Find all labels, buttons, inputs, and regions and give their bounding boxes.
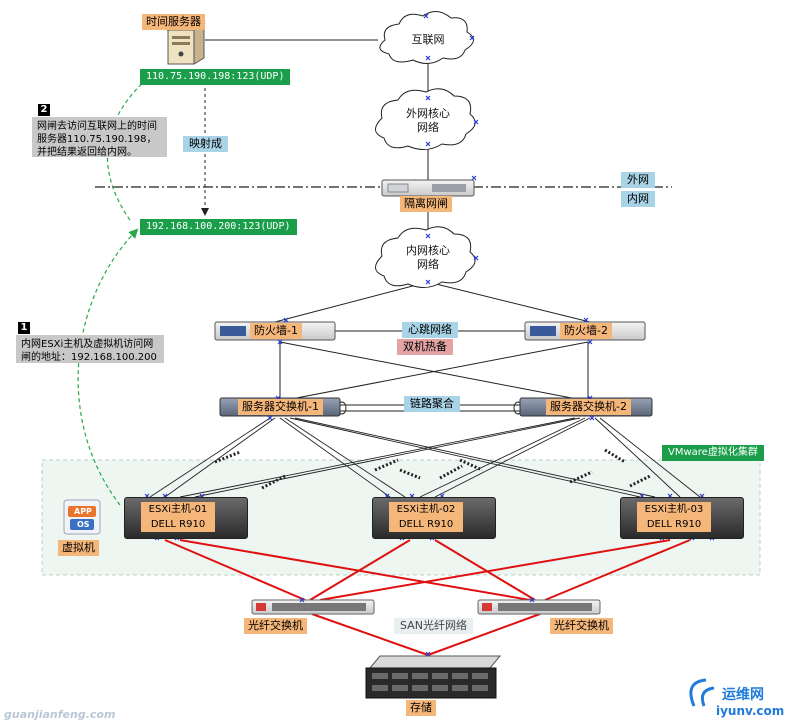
san-links [164, 539, 691, 656]
firewall-2-label: 防火墙-2 [560, 323, 612, 339]
san-label: SAN光纤网络 [394, 618, 473, 634]
storage-label: 存储 [406, 700, 436, 716]
step1-arrow [77, 228, 139, 506]
gap-device-icon [381, 179, 475, 197]
gap-label: 隔离网闸 [400, 196, 452, 212]
link-fw2-sw1 [285, 341, 589, 401]
node-internet: 互联网 [411, 33, 445, 46]
heartbeat-label: 心跳网络 [402, 322, 458, 338]
switch-1-label: 服务器交换机-1 [238, 399, 323, 415]
esxi-host-02: ESXi主机-02 DELL R910 [372, 497, 496, 539]
cloud-icon [379, 11, 474, 64]
brand-name: 运维网 [722, 687, 764, 703]
firewall-1-label: 防火墙-1 [250, 323, 302, 339]
inside-label: 内网 [621, 191, 655, 207]
switch-host-links [149, 417, 701, 498]
step-2-badge: 2 [38, 104, 50, 116]
fc-switch-left-label: 光纤交换机 [244, 618, 307, 634]
hot-standby-label: 双机热备 [397, 339, 453, 355]
vm-label: 虚拟机 [58, 540, 99, 556]
link-intcore-fw2 [427, 281, 591, 323]
internal-ip-label: 192.168.100.200:123(UDP) [140, 219, 297, 235]
step-2-note: 网闸去访问互联网上的时间服务器110.75.190.198，并把结果返回给内网。 [32, 117, 167, 158]
cloud-icon [375, 226, 476, 288]
esxi-host-01-label: ESXi主机-01 DELL R910 [141, 502, 215, 532]
brand-url: iyunv.com [716, 704, 785, 718]
bundle-marks [214, 448, 651, 490]
app-os-icon [63, 499, 101, 535]
esxi-host-03: ESXi主机-03 DELL R910 [620, 497, 744, 539]
cluster-label: VMware虚拟化集群 [662, 445, 764, 461]
external-ip-label: 110.75.190.198:123(UDP) [140, 69, 291, 85]
link-intcore-fw1 [274, 281, 429, 323]
outside-label: 外网 [621, 172, 655, 188]
link-fw1-sw2 [279, 341, 583, 401]
esxi-host-03-label: ESXi主机-03 DELL R910 [637, 502, 711, 532]
esxi-host-01: ESXi主机-01 DELL R910 [124, 497, 248, 539]
fc-switch-icon [251, 599, 375, 615]
storage-icon [365, 655, 502, 699]
mapped-label: 映射成 [183, 136, 228, 152]
fc-switch-icon [477, 599, 601, 615]
cloud-icon [375, 88, 476, 150]
node-ext-core: 外网核心 网络 [406, 107, 450, 134]
brand-logo-icon [689, 678, 715, 707]
site-watermark: guanjianfeng.com [4, 708, 116, 721]
node-int-core: 内网核心 网络 [406, 244, 450, 271]
link-agg-label: 链路聚合 [404, 396, 460, 412]
os-text: OS [77, 520, 90, 529]
esxi-host-02-label: ESXi主机-02 DELL R910 [389, 502, 463, 532]
time-server-label: 时间服务器 [142, 14, 205, 30]
switch-2-label: 服务器交换机-2 [546, 399, 631, 415]
step-1-badge: 1 [18, 322, 30, 334]
app-text: APP [74, 507, 92, 516]
server-icon [166, 23, 206, 65]
step-1-note: 内网ESXi主机及虚拟机访问网闸的地址：192.168.100.200 [16, 335, 164, 363]
fc-switch-right-label: 光纤交换机 [550, 618, 613, 634]
